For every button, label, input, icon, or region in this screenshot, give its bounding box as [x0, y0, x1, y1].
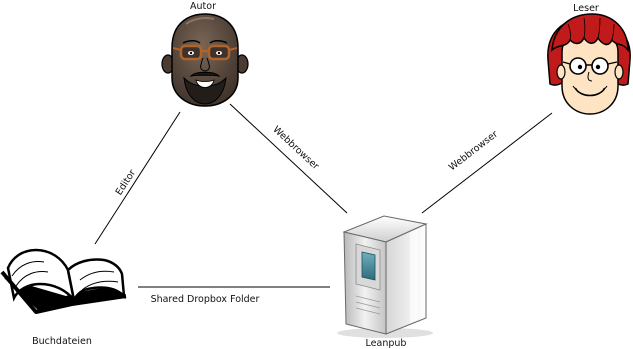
edge-author-book: Editor [94, 111, 181, 245]
node-label-author: Autor [190, 1, 216, 12]
edge-author-leanpub: Webbrowser [229, 103, 348, 214]
node-leanpub: Leanpub [337, 215, 433, 349]
edge-reader-leanpub: Webbrowser [421, 112, 553, 214]
node-book-files: Buchdateien [0, 248, 127, 347]
node-label-reader: Leser [573, 3, 599, 14]
node-label-leanpub: Leanpub [366, 338, 407, 349]
edge-label-dropbox: Shared Dropbox Folder [151, 294, 260, 305]
edge-label-webbrowser-reader: Webbrowser [447, 129, 500, 174]
edge-book-leanpub: Shared Dropbox Folder [138, 286, 330, 305]
reader-face-icon [547, 13, 631, 115]
node-author: Autor [161, 1, 249, 107]
server-tower-icon [337, 215, 433, 338]
author-face-icon [161, 13, 249, 107]
node-reader: Leser [547, 3, 631, 115]
node-label-book-files: Buchdateien [32, 336, 92, 347]
open-book-icon [0, 248, 127, 314]
